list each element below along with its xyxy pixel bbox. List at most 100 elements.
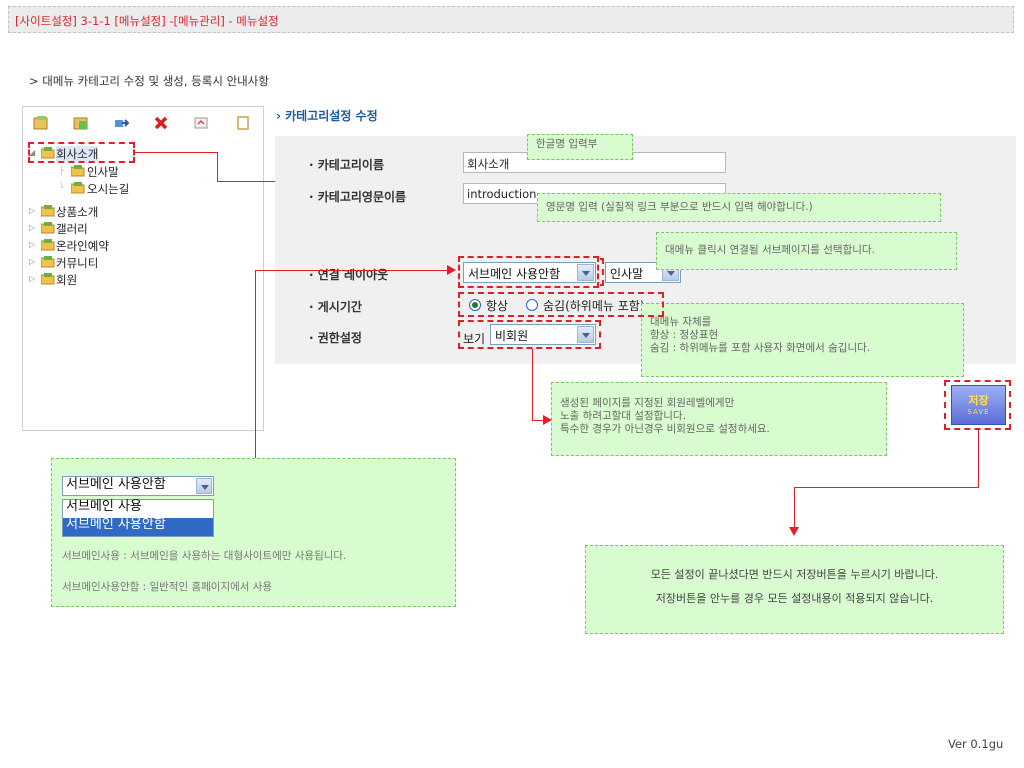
permission-label-text: 권한설정 bbox=[317, 331, 362, 345]
page-header: [사이트설정] 3-1-1 [메뉴설정] -[메뉴관리] - 메뉴설정 bbox=[8, 6, 1014, 33]
connector-line bbox=[532, 349, 533, 421]
highlight-permission bbox=[458, 320, 601, 349]
move-icon[interactable] bbox=[113, 115, 129, 131]
folder-icon bbox=[41, 239, 55, 251]
period-label: · 게시기간 bbox=[309, 300, 362, 314]
connector-line bbox=[978, 430, 979, 487]
collapse-icon[interactable]: ◢ bbox=[29, 148, 36, 157]
section-title-text: 카테고리설정 수정 bbox=[285, 109, 378, 123]
tree-item-label: 커뮤니티 bbox=[56, 256, 99, 270]
tip-korean-name: 한글명 입력부 bbox=[527, 134, 633, 160]
highlight-period bbox=[458, 292, 664, 317]
period-hide-radio[interactable] bbox=[526, 299, 538, 311]
spacer bbox=[594, 582, 995, 592]
category-name-label: · 카테고리이름 bbox=[309, 158, 384, 172]
period-always-radio[interactable] bbox=[469, 299, 481, 311]
layout-label: · 연결 레이아웃 bbox=[309, 268, 389, 282]
tree-item-greeting[interactable]: ├ 인사말 bbox=[23, 164, 143, 179]
tip-permission-line: 특수한 경우가 아닌경우 비회원으로 설정하세요. bbox=[560, 423, 770, 435]
folder-icon bbox=[41, 147, 55, 159]
delete-icon[interactable] bbox=[153, 115, 169, 131]
tree-item-label: 갤러리 bbox=[56, 222, 88, 236]
tip-period-line: 숨김 : 하위메뉴를 포함 사용자 화면에서 숨깁니다. bbox=[650, 342, 871, 354]
chevron-down-icon bbox=[577, 326, 594, 343]
tree-line: └ bbox=[59, 183, 64, 192]
demo-layout-select[interactable]: 서브메인 사용안함 bbox=[62, 476, 214, 496]
connector-line bbox=[794, 487, 979, 488]
tree-line: ├ bbox=[59, 166, 64, 175]
tip-english-name: 영문명 입력 (실질적 링크 부분으로 반드시 입력 해야합니다.) bbox=[537, 193, 941, 222]
demo-dropdown-list: 서브메인 사용 서브메인 사용안함 bbox=[62, 499, 214, 537]
folder-icon bbox=[41, 273, 55, 285]
tip-permission: 생성된 페이지를 지정된 회원레벨에게만 노출 하려고할대 설정합니다. 특수한… bbox=[551, 382, 887, 456]
demo-option-selected[interactable]: 서브메인 사용안함 bbox=[63, 518, 213, 536]
expand-icon[interactable]: ▷ bbox=[29, 257, 36, 266]
chevron-down-icon bbox=[577, 264, 594, 281]
expand-icon[interactable]: ▷ bbox=[29, 206, 36, 215]
tip-period: 대메뉴 자체를 항상 : 정상표현 숨김 : 하위메뉴를 포함 사용자 화면에서… bbox=[641, 303, 964, 377]
tree-item-products[interactable]: ▷ 상품소개 bbox=[23, 204, 143, 219]
tip-period-line: 대메뉴 자체를 bbox=[650, 316, 712, 328]
section-title: › 카테고리설정 수정 bbox=[276, 109, 378, 123]
tree-item-label: 회사소개 bbox=[56, 146, 99, 162]
highlight-layout-select bbox=[458, 256, 599, 288]
expand-icon[interactable]: ▷ bbox=[29, 274, 36, 283]
tree-item-reservation[interactable]: ▷ 온라인예약 bbox=[23, 238, 153, 253]
tip-save-line: 모든 설정이 끝나셨다면 반드시 저장버튼을 누르시기 바랍니다. bbox=[650, 568, 939, 581]
layout-demo-box: 서브메인 사용안함 서브메인 사용 서브메인 사용안함 서브메인사용 : 서브메… bbox=[51, 458, 456, 607]
demo-select-value: 서브메인 사용안함 bbox=[66, 477, 166, 492]
add-category-icon[interactable] bbox=[33, 115, 49, 131]
demo-option[interactable]: 서브메인 사용 bbox=[66, 499, 142, 514]
tree-item-label: 오시는길 bbox=[87, 182, 130, 196]
connector-line bbox=[255, 270, 448, 271]
permission-prefix: 보기 bbox=[463, 332, 486, 346]
permission-label: · 권한설정 bbox=[309, 331, 362, 345]
connector-line bbox=[217, 181, 292, 182]
version-label: Ver 0.1gu bbox=[948, 737, 1004, 751]
arrow-right-icon bbox=[543, 415, 552, 425]
permission-select[interactable]: 비회원 bbox=[490, 324, 596, 345]
tree-item-gallery[interactable]: ▷ 갤러리 bbox=[23, 221, 143, 236]
tree-item-member[interactable]: ▷ 회원 bbox=[23, 272, 143, 287]
tip-subpage: 대메뉴 클릭시 연결될 서브페이지를 선택합니다. bbox=[656, 232, 957, 270]
period-always-label: 항상 bbox=[486, 299, 509, 313]
permission-select-value: 비회원 bbox=[495, 329, 529, 343]
tree-item-directions[interactable]: └ 오시는길 bbox=[23, 181, 153, 196]
folder-icon bbox=[41, 222, 55, 234]
tree-item-label: 회원 bbox=[56, 273, 78, 287]
add-subcategory-icon[interactable] bbox=[73, 115, 89, 131]
demo-note: 서브메인사용 : 서브메인을 사용하는 대형사이트에만 사용됩니다. bbox=[62, 550, 347, 562]
category-eng-label-text: 카테고리영문이름 bbox=[317, 190, 407, 204]
highlight-separator bbox=[600, 258, 604, 286]
folder-icon bbox=[71, 182, 85, 194]
tree-item-community[interactable]: ▷ 커뮤니티 bbox=[23, 255, 143, 270]
layout-select[interactable]: 서브메인 사용안함 bbox=[463, 262, 596, 283]
breadcrumb: [사이트설정] 3-1-1 [메뉴설정] -[메뉴관리] - 메뉴설정 bbox=[15, 14, 279, 28]
expand-icon[interactable]: ▷ bbox=[29, 223, 36, 232]
folder-icon bbox=[41, 205, 55, 217]
blank-page-icon[interactable] bbox=[235, 115, 251, 131]
layout-label-text: 연결 레이아웃 bbox=[317, 268, 389, 282]
tree-item-label: 인사말 bbox=[87, 165, 119, 179]
tree-toolbar bbox=[23, 107, 263, 137]
subpage-select-value: 인사말 bbox=[610, 267, 644, 281]
connector-line bbox=[135, 152, 217, 153]
tip-permission-line: 생성된 페이지를 지정된 회원레벨에게만 bbox=[560, 397, 735, 409]
category-tree-panel: ◢ 회사소개 ├ 인사말 └ 오시는길 ▷ 상품소개 ▷ 갤러리 ▷ 온라인예약… bbox=[22, 106, 264, 431]
arrow-down-icon bbox=[789, 527, 799, 536]
tip-save-line: 저장버튼을 안누를 경우 모든 설정내용이 적용되지 않습니다. bbox=[655, 592, 934, 605]
expand-icon[interactable]: ▷ bbox=[29, 240, 36, 249]
refresh-icon[interactable] bbox=[193, 115, 209, 131]
period-label-text: 게시기간 bbox=[317, 300, 362, 314]
arrow-right-icon bbox=[447, 265, 456, 275]
tip-period-line: 항상 : 정상표현 bbox=[650, 329, 719, 341]
category-eng-label: · 카테고리영문이름 bbox=[309, 190, 407, 204]
category-name-label-text: 카테고리이름 bbox=[317, 158, 384, 172]
save-button[interactable]: 저장 SAVE bbox=[951, 385, 1006, 425]
tip-save: 모든 설정이 끝나셨다면 반드시 저장버튼을 누르시기 바랍니다. 저장버튼을 … bbox=[585, 545, 1004, 634]
folder-icon bbox=[41, 256, 55, 268]
tree-item-company[interactable]: ◢ 회사소개 bbox=[23, 146, 143, 162]
connector-line bbox=[217, 152, 218, 182]
folder-icon bbox=[71, 165, 85, 177]
layout-select-value: 서브메인 사용안함 bbox=[468, 267, 561, 281]
